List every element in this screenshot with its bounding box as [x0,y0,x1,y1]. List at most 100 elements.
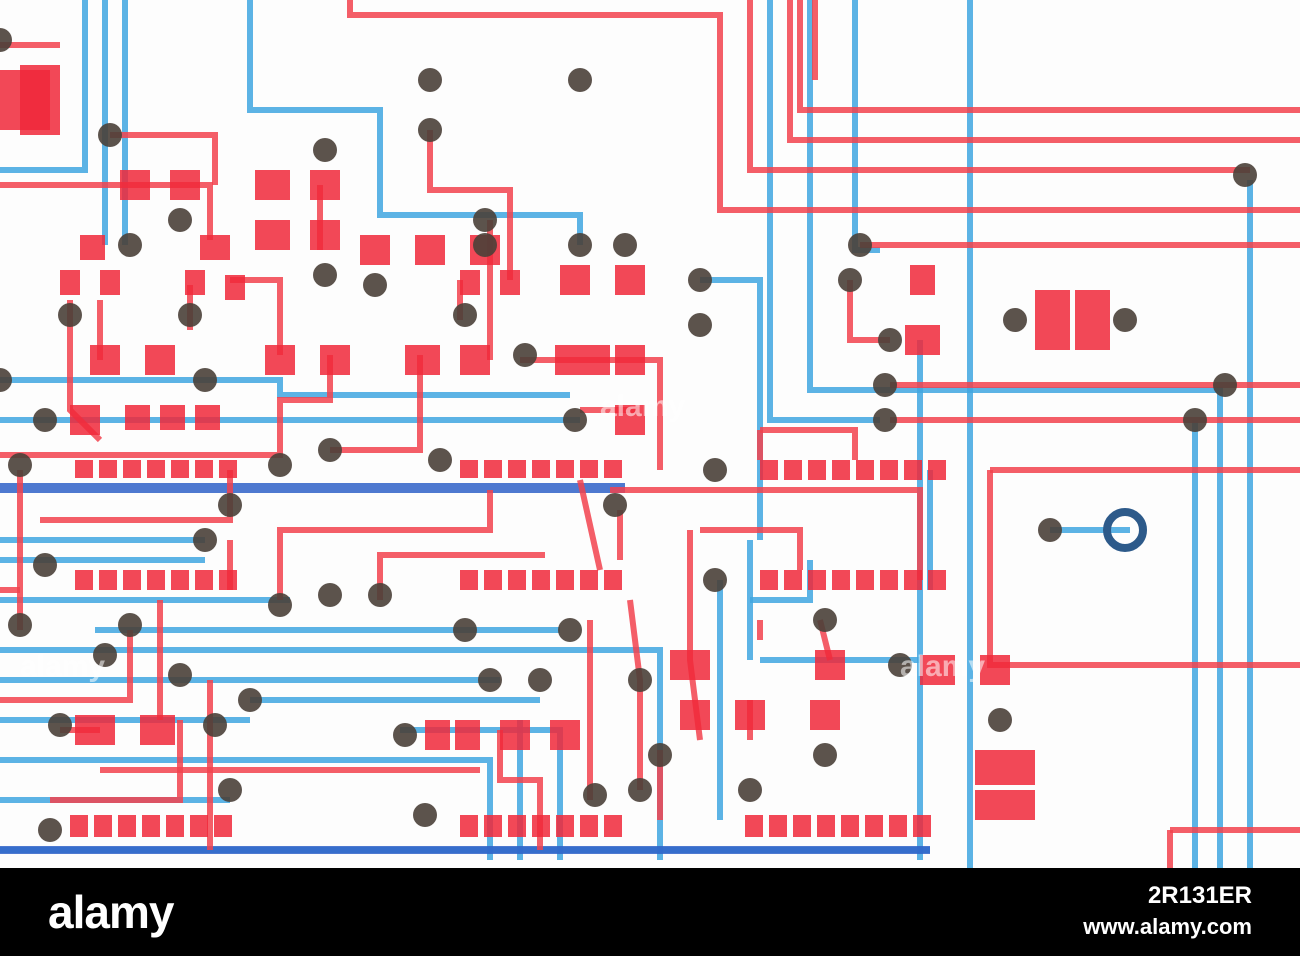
via-hole [473,233,497,257]
ic-pin-pad [556,570,574,590]
solder-pad [310,170,340,200]
ic-pin-pad [219,570,237,590]
ic-pin-pad [171,570,189,590]
red-trace [347,0,1300,213]
via-hole [8,613,32,637]
ghost-watermark: alamy [20,650,106,683]
ic-pin-pad [808,570,826,590]
solder-pad [310,220,340,250]
ic-pin-pad [808,460,826,480]
via-hole [528,668,552,692]
red-trace [627,599,643,790]
via-hole [363,273,387,297]
ic-pin-pad [580,460,598,478]
via-hole [563,408,587,432]
via-hole [98,123,122,147]
via-hole [603,493,627,517]
via-hole [473,208,497,232]
via-hole [418,118,442,142]
via-hole [568,233,592,257]
via-hole [218,778,242,802]
via-hole [873,408,897,432]
ic-pin-pad [460,570,478,590]
solder-pad [975,750,1035,785]
ic-pin-pad [508,460,526,478]
ic-pin-pad [190,815,208,837]
ic-pin-pad [508,570,526,590]
solder-pad [360,235,390,265]
red-trace [230,277,283,355]
via-hole [0,28,12,52]
ic-pin-pad [171,460,189,478]
via-hole [848,233,872,257]
via-hole [93,643,117,667]
ic-pin-pad [832,570,850,590]
solder-pad [100,270,120,295]
via-hole [813,743,837,767]
via-hole [393,723,417,747]
via-hole [58,303,82,327]
via-hole [738,778,762,802]
image-id: 2R131ER [1147,882,1252,909]
via-hole [238,688,262,712]
ic-pin-pad [865,815,883,837]
ic-pin-pad [214,815,232,837]
solder-pad [80,235,105,260]
solder-pad [225,275,245,300]
solder-pad [905,325,940,355]
via-hole [873,373,897,397]
red-trace [330,355,423,453]
ic-pin-pad [532,815,550,837]
via-hole [703,458,727,482]
solder-pad [320,345,350,375]
ic-pin-pad [904,460,922,480]
ic-pin-pad [484,815,502,837]
ic-pin-pad [580,570,598,590]
via-hole [1113,308,1137,332]
red-trace [577,479,603,571]
via-hole [1038,518,1062,542]
via-hole [118,233,142,257]
solder-pad [680,700,710,730]
ic-pin-pad [484,460,502,478]
red-trace [40,470,233,523]
ic-pin-pad [142,815,160,837]
watermark-bar: alamy 2R131ER www.alamy.com [0,868,1300,956]
ic-pin-pad [75,570,93,590]
red-trace [0,630,133,703]
ghost-watermark: alamy [600,390,686,423]
ic-pin-pad [195,460,213,478]
via-hole [428,448,452,472]
solder-pad [125,405,150,430]
via-hole [313,263,337,287]
via-hole [318,438,342,462]
solder-pad [75,715,115,745]
ic-pin-pad [856,460,874,480]
ic-pin-pad [94,815,112,837]
solder-pad [60,270,80,295]
blue-trace [0,0,88,173]
via-hole [988,708,1012,732]
ic-pin-pad [880,460,898,480]
ic-pin-pad [99,570,117,590]
via-hole [168,663,192,687]
mounting-ring [1103,508,1147,552]
via-hole [558,618,582,642]
solder-pad [145,345,175,375]
solder-pad [185,270,205,295]
via-hole [313,138,337,162]
red-trace [50,720,183,803]
ic-pin-pad [760,570,778,590]
solder-pad [70,405,100,435]
solder-pad [265,345,295,375]
ic-pin-pad [880,570,898,590]
ic-pin-pad [532,570,550,590]
via-hole [583,783,607,807]
ic-pin-pad [532,460,550,478]
ic-pin-pad [195,570,213,590]
red-trace [0,355,333,458]
solder-pad [460,270,480,295]
ic-pin-pad [784,460,802,480]
via-hole [613,233,637,257]
via-hole [203,713,227,737]
